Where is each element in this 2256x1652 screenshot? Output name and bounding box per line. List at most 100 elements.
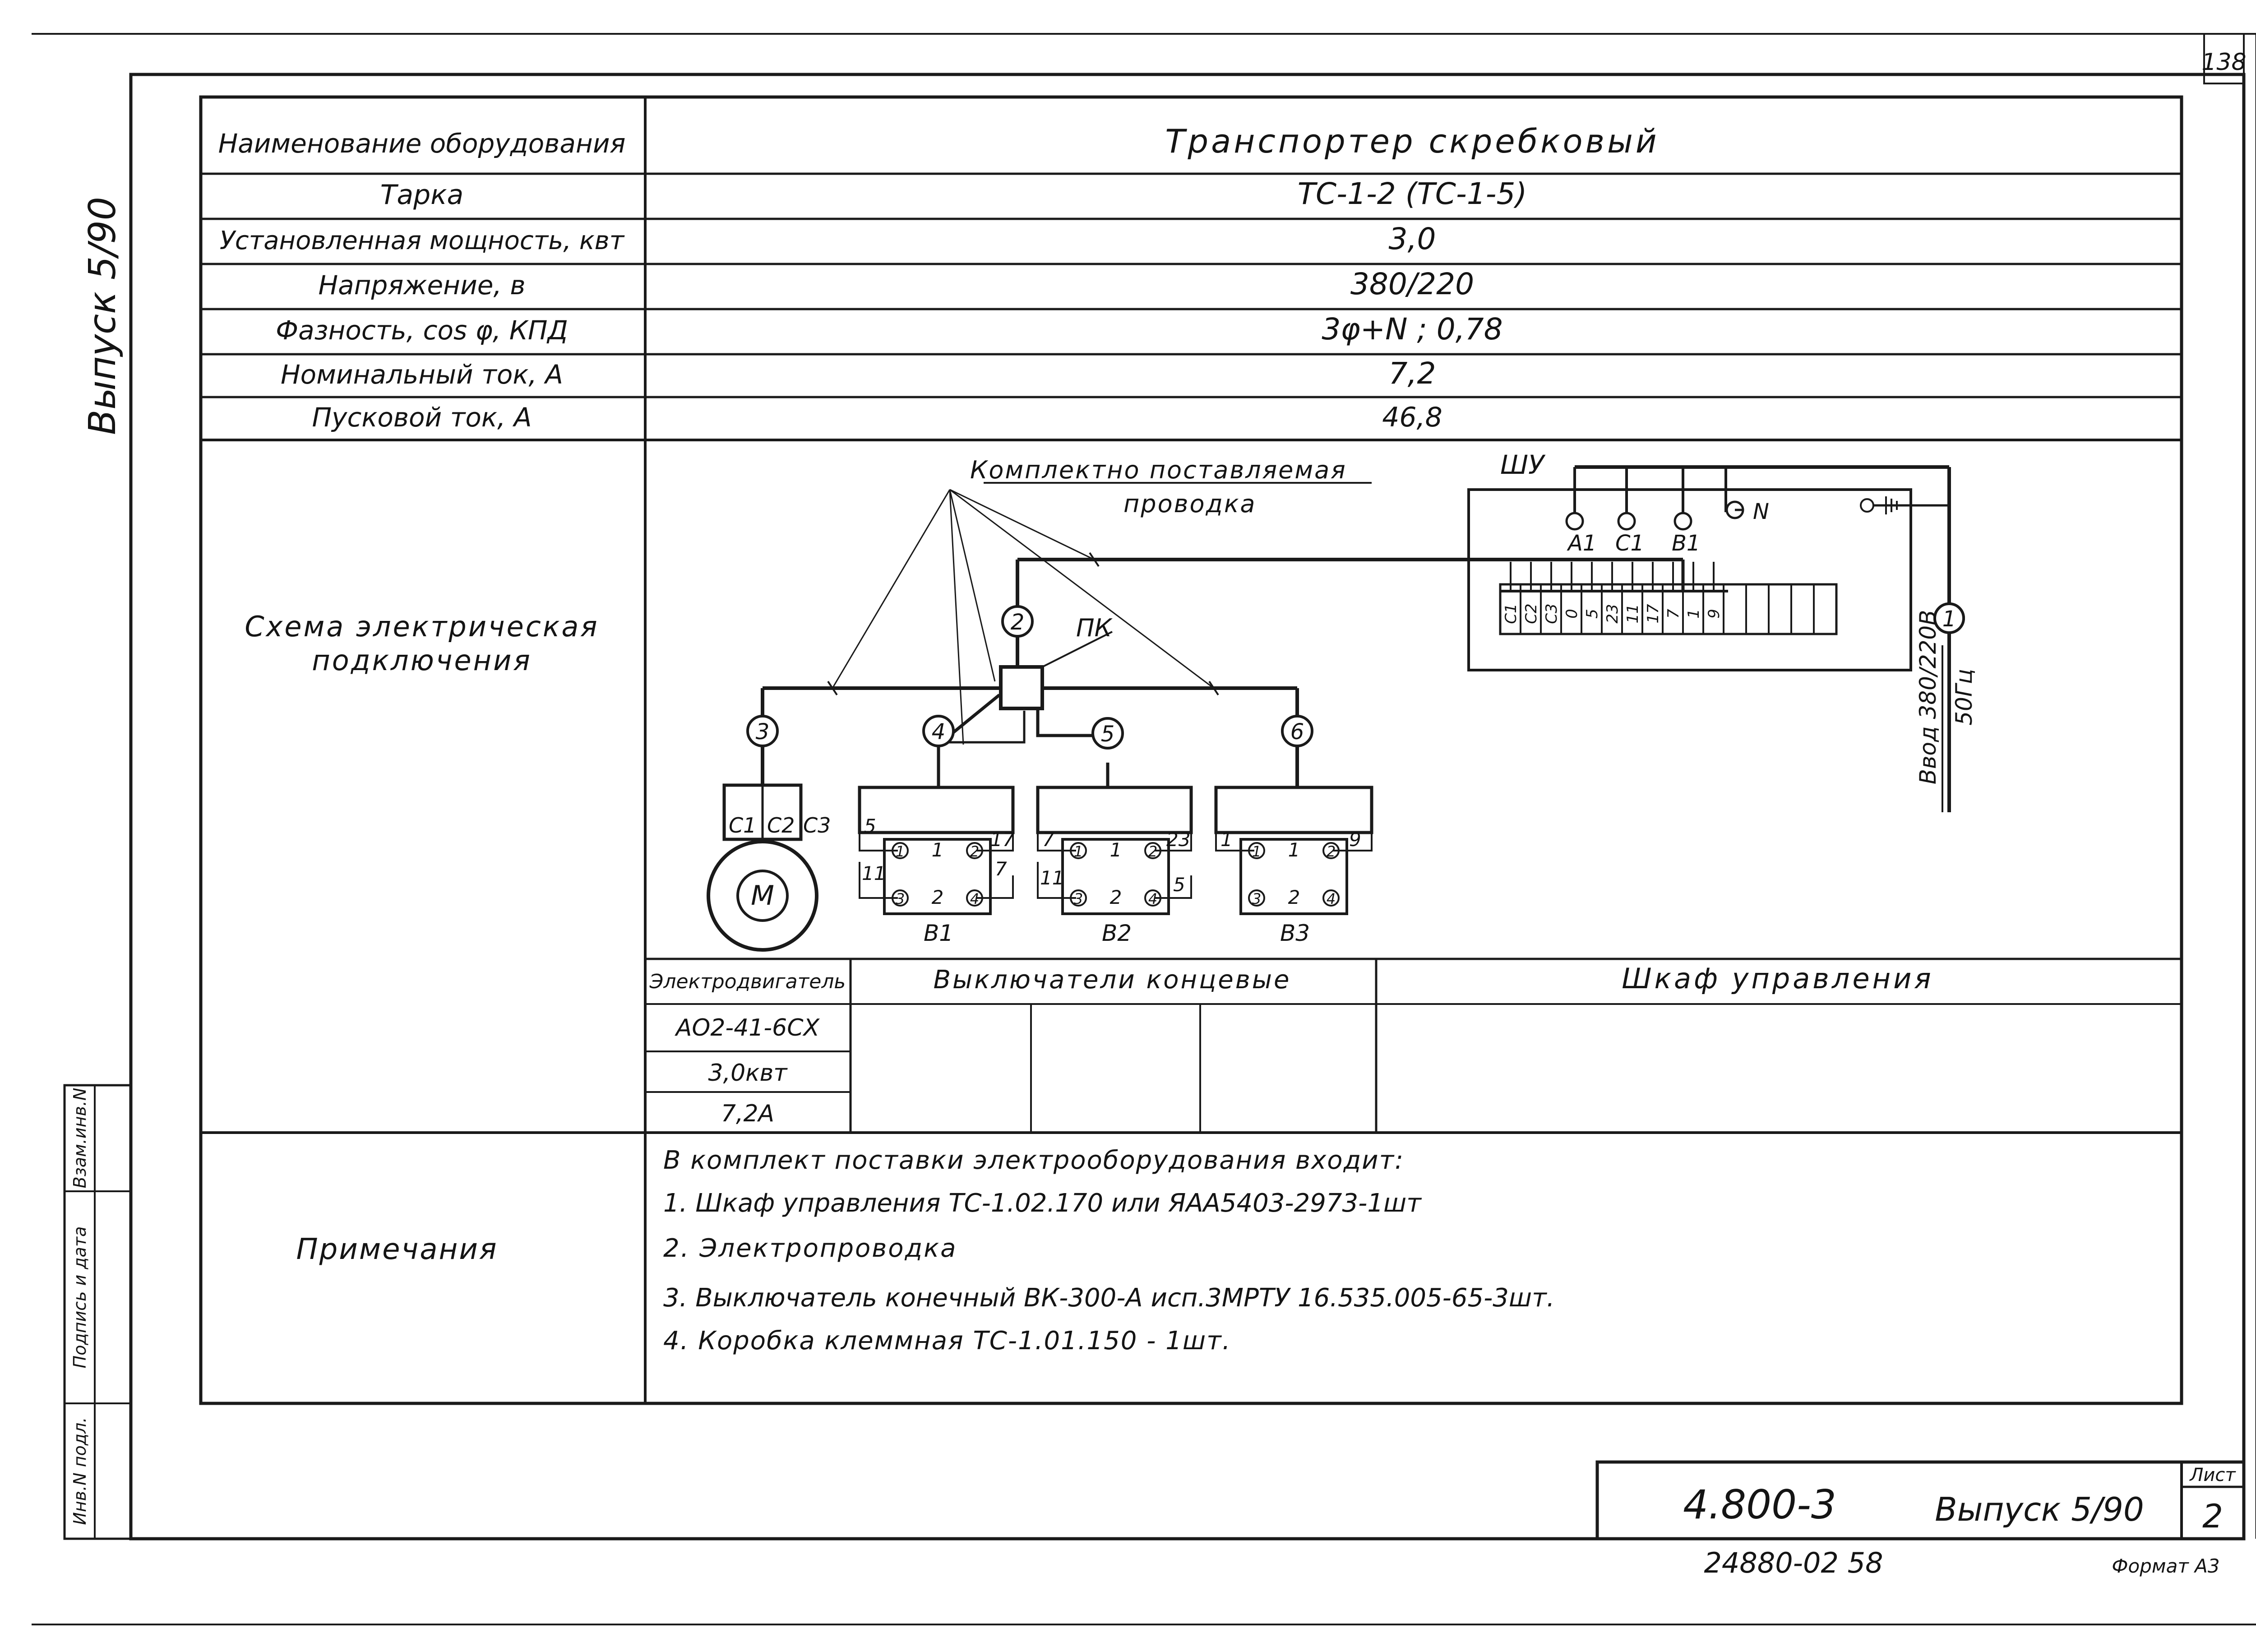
title-series: Выпуск 5/90: [1935, 1490, 2144, 1528]
motor-lead-c2: C2: [767, 813, 795, 838]
contact-label: 3: [896, 890, 905, 907]
header-value: Транспортер скребковый: [1165, 122, 1659, 160]
cable-number-2: 2: [1011, 610, 1025, 635]
contact-label: 2: [1110, 886, 1122, 908]
contact-label: 2: [1288, 886, 1300, 908]
side-stamp-replacement: Взам.инв.N: [70, 1088, 90, 1189]
motor-model: АО2-41-6СХ: [675, 1014, 820, 1041]
input-note-frequency: 50Гц: [1951, 669, 1977, 726]
switch-b2-low-right: 5: [1173, 874, 1185, 896]
switch-b1-in-wire: 5: [864, 815, 876, 837]
notes-item-2: 2. Электропроводка: [663, 1234, 957, 1263]
side-series: Выпуск 5/90: [81, 197, 124, 435]
row-value-power: 3,0: [1389, 222, 1436, 256]
archive-number: 24880-02 58: [1704, 1546, 1883, 1579]
cable-marker-4: [922, 715, 955, 747]
title-block: [1595, 1460, 2246, 1541]
row-value-voltage: 380/220: [1350, 267, 1474, 301]
contact-label: 2: [1327, 843, 1336, 860]
sheet-value: 2: [2202, 1497, 2223, 1535]
contact-label: 4: [970, 890, 979, 907]
strip-terminal: C3: [1543, 603, 1561, 624]
contact-label: 1: [1074, 843, 1083, 860]
cable-number-6: 6: [1290, 719, 1304, 745]
switch-b1-low-left: 11: [862, 862, 886, 884]
junction-label: ПК: [1076, 614, 1113, 642]
contact-label: 4: [1148, 890, 1157, 907]
row-label-power: Установленная мощность, квт: [220, 226, 625, 255]
switch-b3-enclosure: [1214, 786, 1373, 834]
switch-b1-body: [883, 838, 992, 915]
switches-header: Выключатели концевые: [934, 965, 1291, 995]
row-value-nominal-current: 7,2: [1389, 356, 1436, 391]
header-label: Наименование оборудования: [218, 128, 626, 159]
contact-label: 2: [1148, 843, 1157, 860]
cable-number-4: 4: [932, 719, 946, 745]
motor-current: 7,2А: [721, 1100, 774, 1127]
sheet-format: Формат А3: [2112, 1555, 2219, 1577]
wiring-diagram: [707, 465, 1965, 952]
contact-label: 2: [932, 886, 944, 908]
cable-number-1: 1: [1942, 606, 1956, 632]
contact-label: 2: [970, 843, 979, 860]
switch-b2-in-wire: 7: [1042, 828, 1054, 851]
switch-b3-name: B3: [1280, 920, 1310, 946]
switch-b1-enclosure: [858, 786, 1015, 834]
title-code: 4.800-3: [1683, 1481, 1836, 1528]
switch-b1-out-wire: 17: [990, 828, 1015, 851]
strip-terminal: 0: [1563, 609, 1581, 619]
notes-intro: В комплект поставки электрооборудования …: [663, 1146, 1404, 1175]
contact-label: 3: [1074, 890, 1083, 907]
schema-label: Схема электрическая: [245, 610, 599, 643]
motor-symbol: M: [751, 880, 774, 912]
cable-number-5: 5: [1101, 722, 1115, 747]
contact-label: 1: [1110, 839, 1122, 861]
strip-terminal: 5: [1583, 609, 1601, 619]
contact-label: 3: [1252, 890, 1261, 907]
row-value-grade: ТС-1-2 (ТС-1-5): [1298, 176, 1527, 211]
switch-b2-body: [1061, 838, 1170, 915]
sheet-label: Лист: [2189, 1465, 2236, 1485]
notes-item-4: 4. Коробка клеммная ТС-1.01.150 - 1шт.: [663, 1326, 1231, 1356]
contact-label: 1: [1252, 843, 1261, 860]
row-label-voltage: Напряжение, в: [318, 270, 525, 301]
notes-label: Примечания: [296, 1233, 498, 1266]
side-stamp-inventory: Инв.N подл.: [70, 1417, 90, 1525]
motor-power: 3,0квт: [708, 1060, 788, 1087]
control-cabinet: [1467, 488, 1912, 671]
cabinet-terminal-a1: A1: [1567, 531, 1596, 556]
row-label-grade: Тарка: [380, 179, 464, 211]
row-value-phase: 3φ+N ; 0,78: [1322, 312, 1502, 347]
switch-b1-name: B1: [924, 920, 953, 946]
cable-number-3: 3: [756, 719, 770, 745]
switch-b2-enclosure: [1036, 786, 1193, 834]
side-stamp-signature: Подпись и дата: [70, 1226, 90, 1369]
spec-table-grid: [199, 95, 2183, 1405]
supply-note-line2: проводка: [1123, 490, 1257, 518]
contact-label: 1: [932, 839, 944, 861]
cabinet-header: Шкаф управления: [1622, 962, 1933, 995]
cabinet-label: ШУ: [1500, 449, 1546, 480]
schema-label-line2: подключения: [312, 644, 532, 677]
cable-marker-5: [1091, 717, 1124, 750]
switch-b1-low-right: 7: [995, 858, 1007, 880]
cabinet-terminal-b1: B1: [1672, 531, 1700, 556]
strip-terminal: 17: [1644, 604, 1662, 624]
switch-b2-low-left: 11: [1040, 867, 1064, 889]
switch-b3-out-wire: 9: [1349, 828, 1361, 851]
cable-marker-1: [1933, 602, 1965, 634]
strip-terminal: 23: [1604, 604, 1622, 623]
switch-b3-body: [1239, 838, 1348, 915]
contact-label: 1: [896, 843, 905, 860]
notes-item-3: 3. Выключатель конечный ВК-300-А исп.3МР…: [663, 1283, 1555, 1313]
switch-b3-in-wire: 1: [1220, 828, 1233, 851]
cable-marker-6: [1281, 715, 1313, 747]
cabinet-terminal-c1: C1: [1615, 531, 1644, 556]
cable-marker-3: [746, 715, 779, 747]
motor-body: [707, 840, 818, 952]
strip-terminal: 11: [1624, 604, 1642, 623]
contact-label: 4: [1327, 890, 1336, 907]
input-note: Ввод 380/220В: [1915, 610, 1941, 785]
cable-number-markers: [746, 602, 1965, 750]
